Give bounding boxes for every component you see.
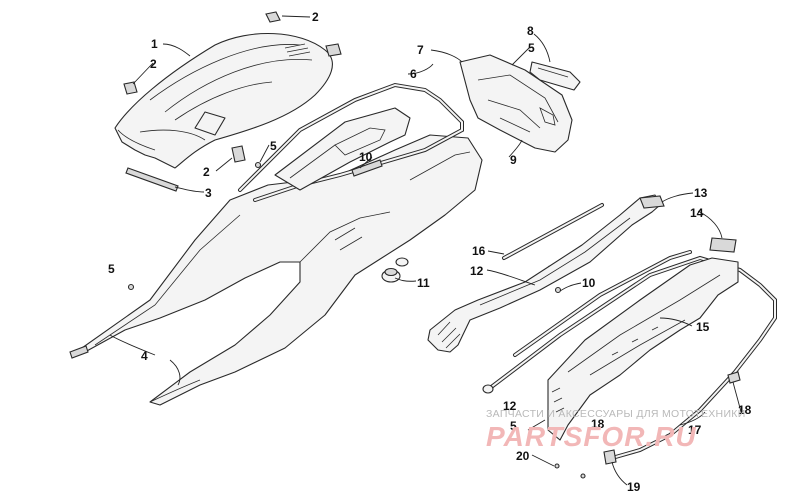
part-inner-bracket: [274, 107, 411, 191]
callout-10-lower: 10: [582, 276, 596, 290]
callout-17: 17: [688, 423, 702, 437]
callout-1: 1: [151, 37, 158, 51]
part-cap: [381, 257, 409, 283]
watermark-logo: PARTSFOR.RU: [486, 421, 697, 452]
watermark-tagline: ЗАПЧАСТИ И АКСЕССУАРЫ ДЛЯ МОТОТЕХНИКИ: [486, 408, 746, 420]
part-seat-cover: [114, 32, 333, 169]
part-inner-rod: [513, 250, 692, 357]
part-latch-left: [123, 81, 138, 95]
part-fastener-18: [727, 371, 741, 384]
callout-5-bottom: 5: [510, 419, 517, 433]
part-latch-top: [265, 11, 281, 23]
callout-10-upper: 10: [359, 150, 373, 164]
part-rod-16: [502, 203, 604, 260]
callout-13: 13: [694, 186, 708, 200]
part-latch-lower: [231, 145, 246, 163]
callout-8: 8: [527, 24, 534, 38]
callout-19: 19: [627, 480, 641, 494]
callout-4: 4: [141, 349, 148, 363]
callout-7: 7: [417, 43, 424, 57]
part-trim-strip: [125, 167, 179, 192]
callout-2-left: 2: [150, 57, 157, 71]
callout-9: 9: [510, 153, 517, 167]
part-light-lens: [529, 61, 581, 91]
callout-2-top: 2: [312, 10, 319, 24]
callout-5-upper: 5: [270, 139, 277, 153]
callout-16: 16: [472, 244, 486, 258]
part-rear-bumper: [547, 257, 739, 441]
part-end-cap-19: [603, 449, 617, 465]
part-fastener-20: [554, 463, 586, 479]
part-rail-12-upper: [427, 194, 661, 353]
callout-14: 14: [690, 206, 704, 220]
callout-3: 3: [205, 186, 212, 200]
callout-18-bottom: 18: [591, 417, 605, 431]
callout-12-lower: 12: [503, 399, 517, 413]
callout-labels: 1 2 2 2 3 4 5 5 5 5 6 7 8 9 10 10 11 12 …: [108, 10, 752, 494]
part-taillight-housing: [459, 54, 573, 153]
callout-2-lower: 2: [203, 165, 210, 179]
callout-5-right: 5: [528, 41, 535, 55]
part-grab-loop-17: [482, 255, 777, 460]
callout-5-left: 5: [108, 262, 115, 276]
callout-11: 11: [417, 276, 430, 290]
part-decal-14: [709, 237, 737, 253]
part-gasket-loop: [238, 82, 464, 202]
callout-6: 6: [410, 67, 417, 81]
leader-lines: [109, 15, 742, 486]
callout-20: 20: [516, 449, 530, 463]
part-bolt-upper: [351, 159, 383, 177]
callout-18-right: 18: [738, 403, 752, 417]
watermark: ЗАПЧАСТИ И АКСЕССУАРЫ ДЛЯ МОТОТЕХНИКИ PA…: [486, 408, 746, 452]
part-latch-right: [325, 43, 342, 57]
callout-12-upper: 12: [470, 264, 484, 278]
part-decal-13: [639, 195, 665, 209]
callout-15: 15: [696, 320, 710, 334]
